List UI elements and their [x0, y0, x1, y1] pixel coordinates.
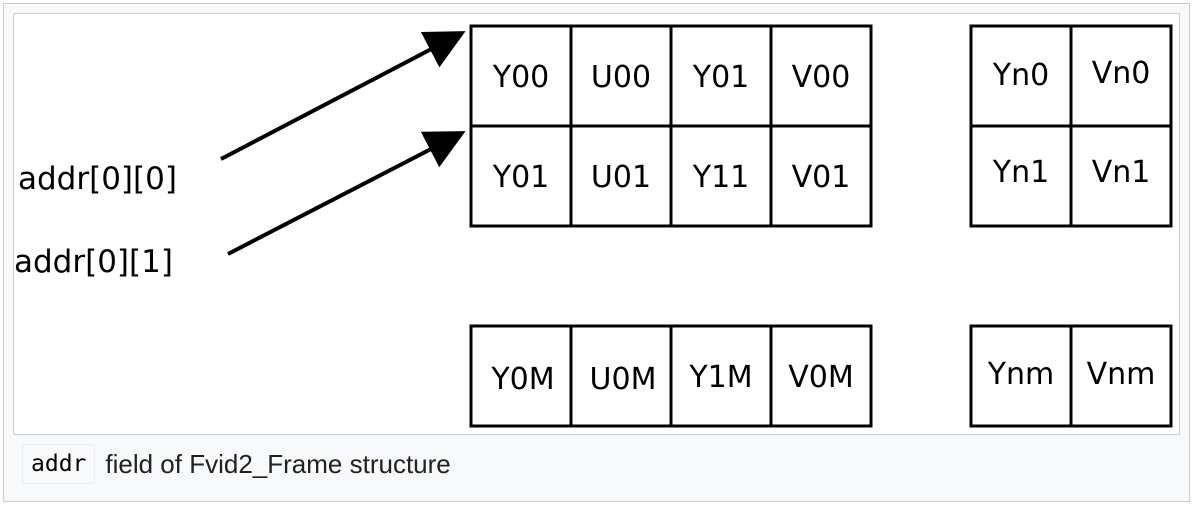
- grid-cell: Y11: [692, 160, 750, 195]
- grid-cell: Ynm: [987, 357, 1055, 392]
- grid-cell: V0M: [788, 360, 854, 395]
- grid-cell: Vn0: [1092, 56, 1151, 91]
- arrow-addr00: [220, 31, 466, 161]
- caption-text: field of Fvid2_Frame structure: [105, 448, 451, 479]
- grid-cell: Y00: [492, 60, 550, 95]
- grid-cell: Yn0: [992, 58, 1049, 93]
- grid-cell: U01: [591, 160, 651, 195]
- grid-top-right: Yn0 Vn0 Yn1 Vn1: [969, 24, 1173, 228]
- grid-cell: Y0M: [490, 362, 554, 397]
- memory-layout-diagram: addr[0][0] addr[0][1] Y00 U00 Y01 V00 Y0…: [14, 24, 1173, 428]
- grid-cell: U00: [591, 60, 651, 95]
- grid-bottom-left: Y0M U0M Y1M V0M: [469, 324, 873, 428]
- grid-cell: Y01: [492, 160, 550, 195]
- grid-cell: Vn1: [1092, 155, 1151, 190]
- arrow-addr01: [227, 131, 466, 256]
- grid-cell: U0M: [590, 362, 657, 397]
- grid-cell: Y1M: [688, 360, 752, 395]
- grid-cell: Y01: [692, 60, 750, 95]
- pointer-label-addr00: addr[0][0]: [18, 161, 177, 197]
- grid-cell: Vnm: [1087, 357, 1156, 392]
- grid-cell: Yn1: [992, 155, 1049, 190]
- grid-bottom-right: Ynm Vnm: [969, 324, 1173, 428]
- pointer-label-addr01: addr[0][1]: [14, 244, 173, 280]
- grid-cell: V00: [792, 60, 851, 95]
- grid-top-left: Y00 U00 Y01 V00 Y01 U01 Y11 V01: [469, 24, 873, 228]
- caption-code: addr: [22, 444, 96, 484]
- figure-caption: addr field of Fvid2_Frame structure: [22, 441, 451, 487]
- grid-cell: V01: [792, 160, 851, 195]
- diagram-image: addr[0][0] addr[0][1] Y00 U00 Y01 V00 Y0…: [13, 13, 1180, 435]
